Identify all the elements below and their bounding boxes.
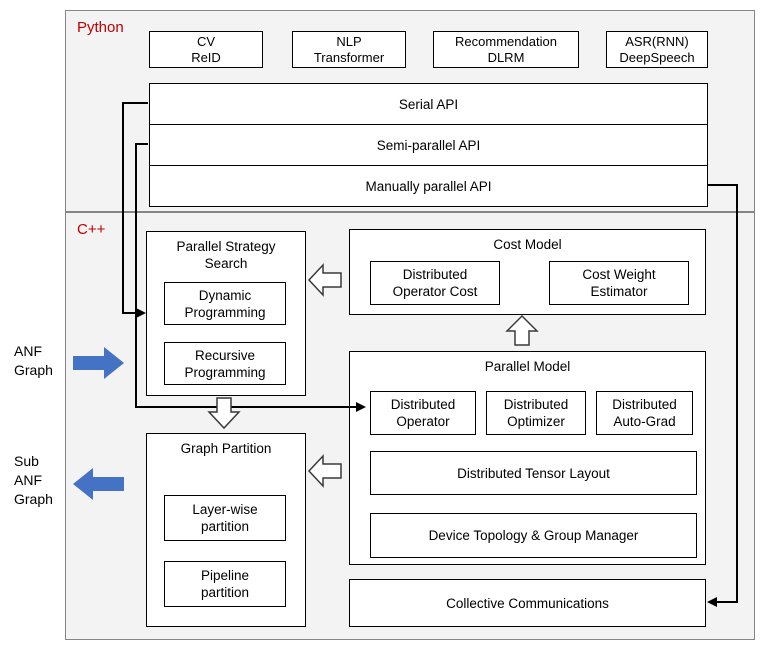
- distributed-auto-grad-box: Distributed Auto-Grad: [596, 391, 693, 435]
- anf-graph-label: ANF Graph: [14, 343, 53, 378]
- semi-parallel-api-box: Semi-parallel API: [149, 124, 708, 166]
- parallel-model-title: Parallel Model: [484, 359, 571, 374]
- app-box-cv-reid: CV ReID: [149, 31, 263, 68]
- pipeline-partition-box: Pipeline partition: [164, 561, 286, 607]
- cost-model-group: Cost Model Distributed Operator Cost Cos…: [349, 229, 706, 315]
- python-section: Python CV ReID NLP Transformer Recommend…: [65, 10, 755, 212]
- python-section-label: Python: [77, 19, 124, 36]
- app-box-asr-deepspeech: ASR(RNN) DeepSpeech: [606, 31, 708, 68]
- app-box-recommendation-dlrm: Recommendation DLRM: [433, 31, 579, 68]
- distributed-tensor-layout-box: Distributed Tensor Layout: [370, 451, 697, 495]
- parallel-strategy-search-title: Parallel Strategy Search: [176, 239, 276, 271]
- layer-wise-partition-box: Layer-wise partition: [164, 495, 286, 541]
- cpp-section-label: C++: [77, 221, 106, 238]
- parallel-strategy-search-group: Parallel Strategy Search Dynamic Program…: [146, 231, 306, 396]
- cpp-section: C++ Parallel Strategy Search Dynamic Pro…: [65, 212, 755, 640]
- manually-parallel-api-box: Manually parallel API: [149, 165, 708, 207]
- distributed-optimizer-box: Distributed Optimizer: [486, 391, 586, 435]
- recursive-programming-box: Recursive Programming: [164, 342, 286, 385]
- parallel-model-group: Parallel Model Distributed Operator Dist…: [349, 351, 706, 565]
- cost-model-title: Cost Model: [493, 237, 562, 252]
- app-box-nlp-transformer: NLP Transformer: [292, 31, 406, 68]
- graph-partition-title: Graph Partition: [180, 441, 272, 456]
- dynamic-programming-box: Dynamic Programming: [164, 282, 286, 325]
- serial-api-box: Serial API: [149, 83, 708, 125]
- device-topology-group-manager-box: Device Topology & Group Manager: [370, 513, 697, 558]
- collective-communications-box: Collective Communications: [349, 579, 706, 627]
- distributed-operator-box: Distributed Operator: [370, 391, 476, 435]
- distributed-operator-cost-box: Distributed Operator Cost: [370, 261, 500, 305]
- graph-partition-group: Graph Partition Layer-wise partition Pip…: [146, 433, 306, 627]
- cost-weight-estimator-box: Cost Weight Estimator: [549, 261, 689, 305]
- sub-anf-graph-label: Sub ANF Graph: [14, 453, 53, 507]
